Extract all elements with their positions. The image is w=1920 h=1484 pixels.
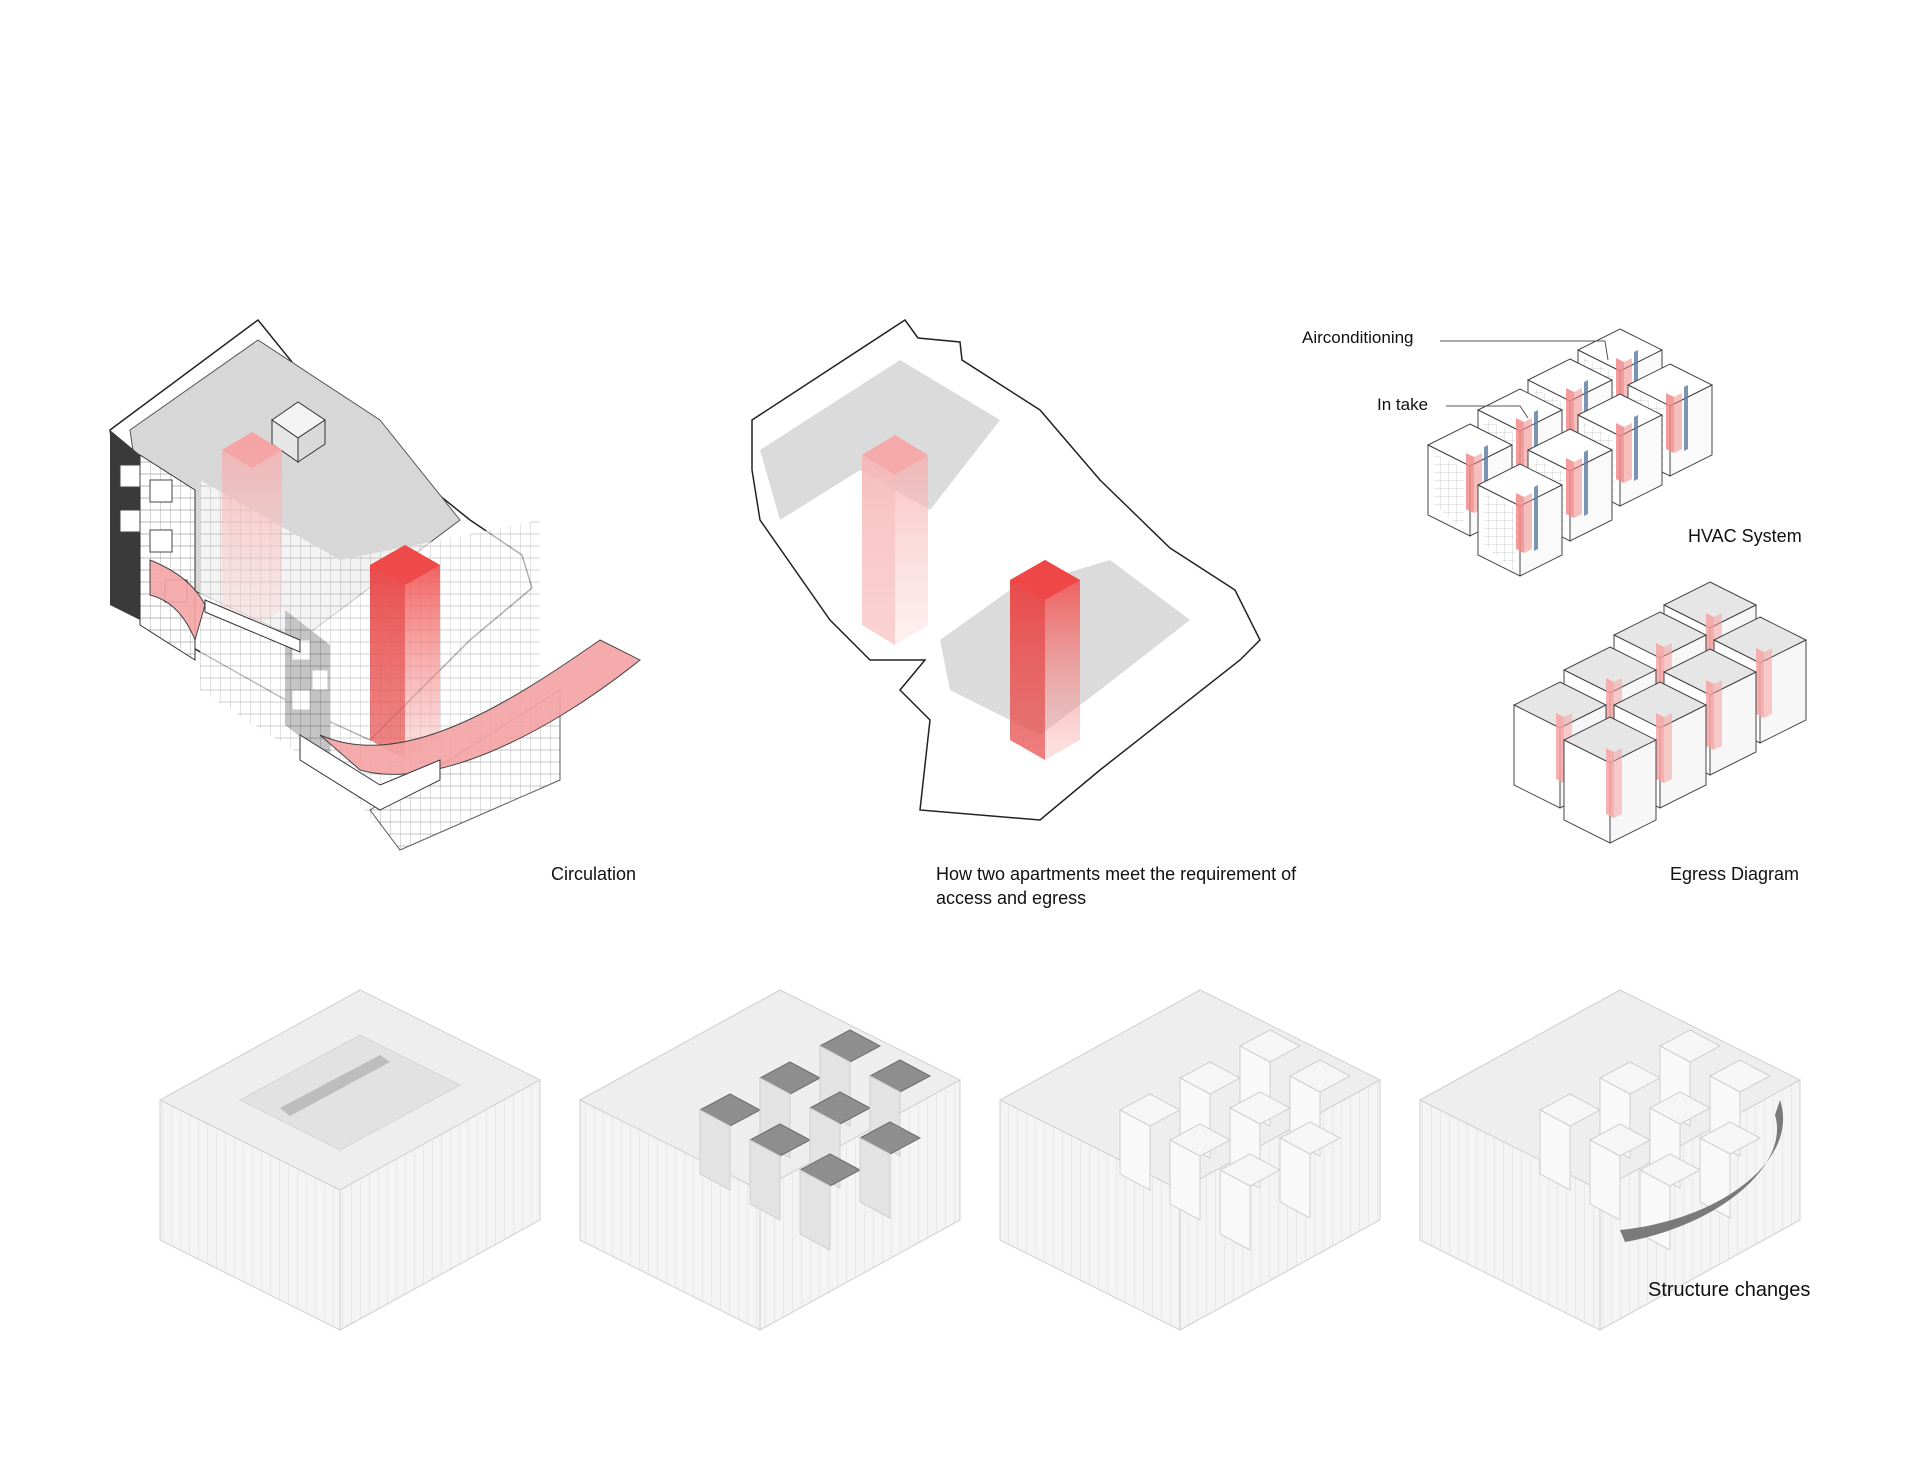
shaft bbox=[1616, 423, 1624, 483]
shaft bbox=[1466, 453, 1474, 513]
module-side bbox=[749, 1139, 781, 1221]
apartments-access-egress-diagram bbox=[751, 318, 1261, 821]
module-side bbox=[859, 1137, 891, 1219]
caption-apartments: How two apartments meet the requirement … bbox=[936, 864, 1297, 908]
curved-walkway bbox=[1620, 1100, 1784, 1242]
structure-stage-4 bbox=[1418, 989, 1802, 1331]
module-side bbox=[799, 1169, 831, 1251]
shaft bbox=[1756, 648, 1764, 718]
module-side bbox=[1539, 1109, 1571, 1191]
shaft-side bbox=[1764, 648, 1772, 718]
shaft-side bbox=[1714, 680, 1722, 750]
shaft bbox=[1666, 393, 1674, 453]
shaft-side bbox=[1524, 493, 1532, 553]
duct bbox=[1534, 485, 1538, 551]
egress-unit bbox=[1562, 716, 1658, 844]
shaft-side bbox=[1674, 393, 1682, 453]
structure-stage-3 bbox=[998, 989, 1382, 1331]
module-side bbox=[1219, 1169, 1251, 1251]
caption-egress-diagram: Egress Diagram bbox=[1670, 864, 1800, 884]
apartment-core-right bbox=[1010, 560, 1080, 760]
module-side bbox=[699, 1109, 731, 1191]
label-intake: In take bbox=[1377, 395, 1429, 414]
hvac-unit bbox=[1476, 463, 1564, 577]
apartment-core-left bbox=[862, 435, 928, 645]
module-side bbox=[1279, 1137, 1311, 1219]
module-side bbox=[1119, 1109, 1151, 1191]
circulation-core-right bbox=[370, 545, 440, 760]
duct bbox=[1634, 415, 1638, 481]
shaft-side bbox=[1614, 748, 1622, 818]
cube-grid bbox=[1434, 453, 1464, 530]
hvac-system-diagram bbox=[1426, 328, 1714, 577]
shaft bbox=[1516, 493, 1524, 553]
shaft-side bbox=[1664, 713, 1672, 783]
void-slot bbox=[280, 1055, 390, 1116]
shaft bbox=[1606, 748, 1614, 818]
circulation-axonometric bbox=[109, 318, 641, 851]
structure-stage-1 bbox=[158, 989, 542, 1331]
shaft bbox=[1656, 713, 1664, 783]
structure-stage-2 bbox=[578, 989, 962, 1331]
courtyard bbox=[238, 1034, 462, 1151]
shaft bbox=[1566, 458, 1574, 518]
shaft bbox=[1706, 680, 1714, 750]
egress-diagram bbox=[1512, 581, 1808, 844]
shaft bbox=[1516, 418, 1524, 478]
duct bbox=[1584, 450, 1588, 516]
module-side bbox=[1169, 1139, 1201, 1221]
hvac-callout-lines bbox=[1440, 340, 1609, 419]
structure-changes-sequence bbox=[158, 989, 1802, 1331]
shaft-side bbox=[1574, 458, 1582, 518]
module-side bbox=[1699, 1137, 1731, 1219]
caption-circulation: Circulation bbox=[551, 864, 637, 884]
cube-grid bbox=[1484, 493, 1514, 570]
facade-right bbox=[339, 1079, 541, 1331]
circulation-core-left bbox=[222, 432, 282, 628]
duct bbox=[1684, 385, 1688, 451]
shaft bbox=[1556, 713, 1564, 783]
caption-structure-changes: Structure changes bbox=[1648, 1279, 1811, 1301]
label-airconditioning: Airconditioning bbox=[1302, 328, 1414, 347]
module-side bbox=[1589, 1139, 1621, 1221]
caption-hvac-system: HVAC System bbox=[1688, 526, 1802, 546]
shaft-side bbox=[1624, 423, 1632, 483]
